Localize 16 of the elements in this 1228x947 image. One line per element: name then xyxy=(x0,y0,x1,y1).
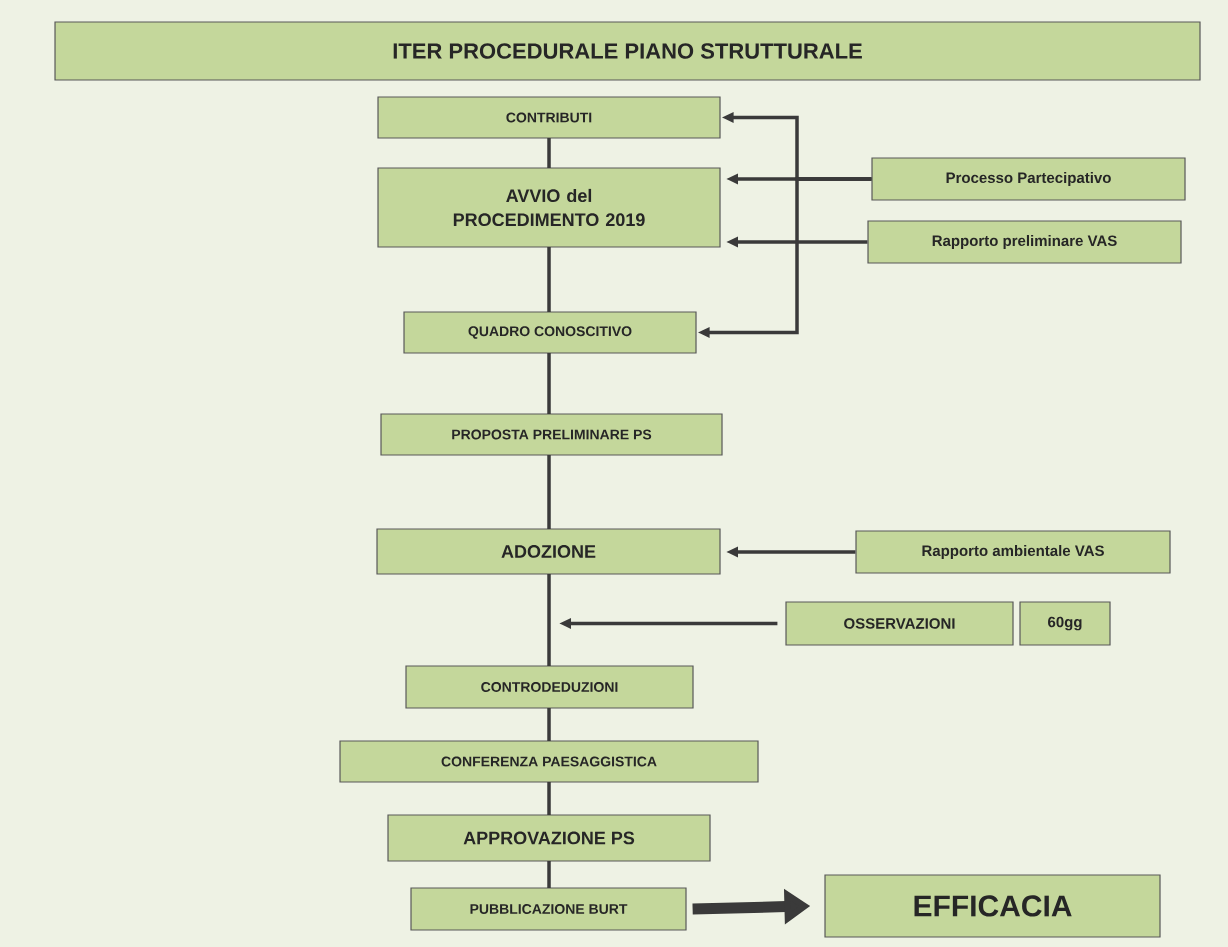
input-box: OSSERVAZIONI xyxy=(785,601,1014,646)
step-box: APPROVAZIONE PS xyxy=(387,814,711,862)
input-box: Rapporto preliminare VAS xyxy=(867,220,1182,264)
input-box: Processo Partecipativo xyxy=(871,157,1186,201)
result-box: EFFICACIA xyxy=(824,874,1161,938)
step-box: QUADRO CONOSCITIVO xyxy=(403,311,697,354)
step-box: ADOZIONE xyxy=(376,528,721,575)
step-box: AVVIO del PROCEDIMENTO 2019 xyxy=(377,167,721,248)
input-box: Rapporto ambientale VAS xyxy=(855,530,1171,574)
duration-box: 60gg xyxy=(1019,601,1111,646)
step-box: PUBBLICAZIONE BURT xyxy=(410,887,687,931)
step-box: PROPOSTA PRELIMINARE PS xyxy=(380,413,723,456)
step-box: CONTRODEDUZIONI xyxy=(405,665,694,709)
step-box: CONTRIBUTI xyxy=(377,96,721,139)
step-box: CONFERENZA PAESAGGISTICA xyxy=(339,740,759,783)
title-box: ITER PROCEDURALE PIANO STRUTTURALE xyxy=(54,21,1201,81)
